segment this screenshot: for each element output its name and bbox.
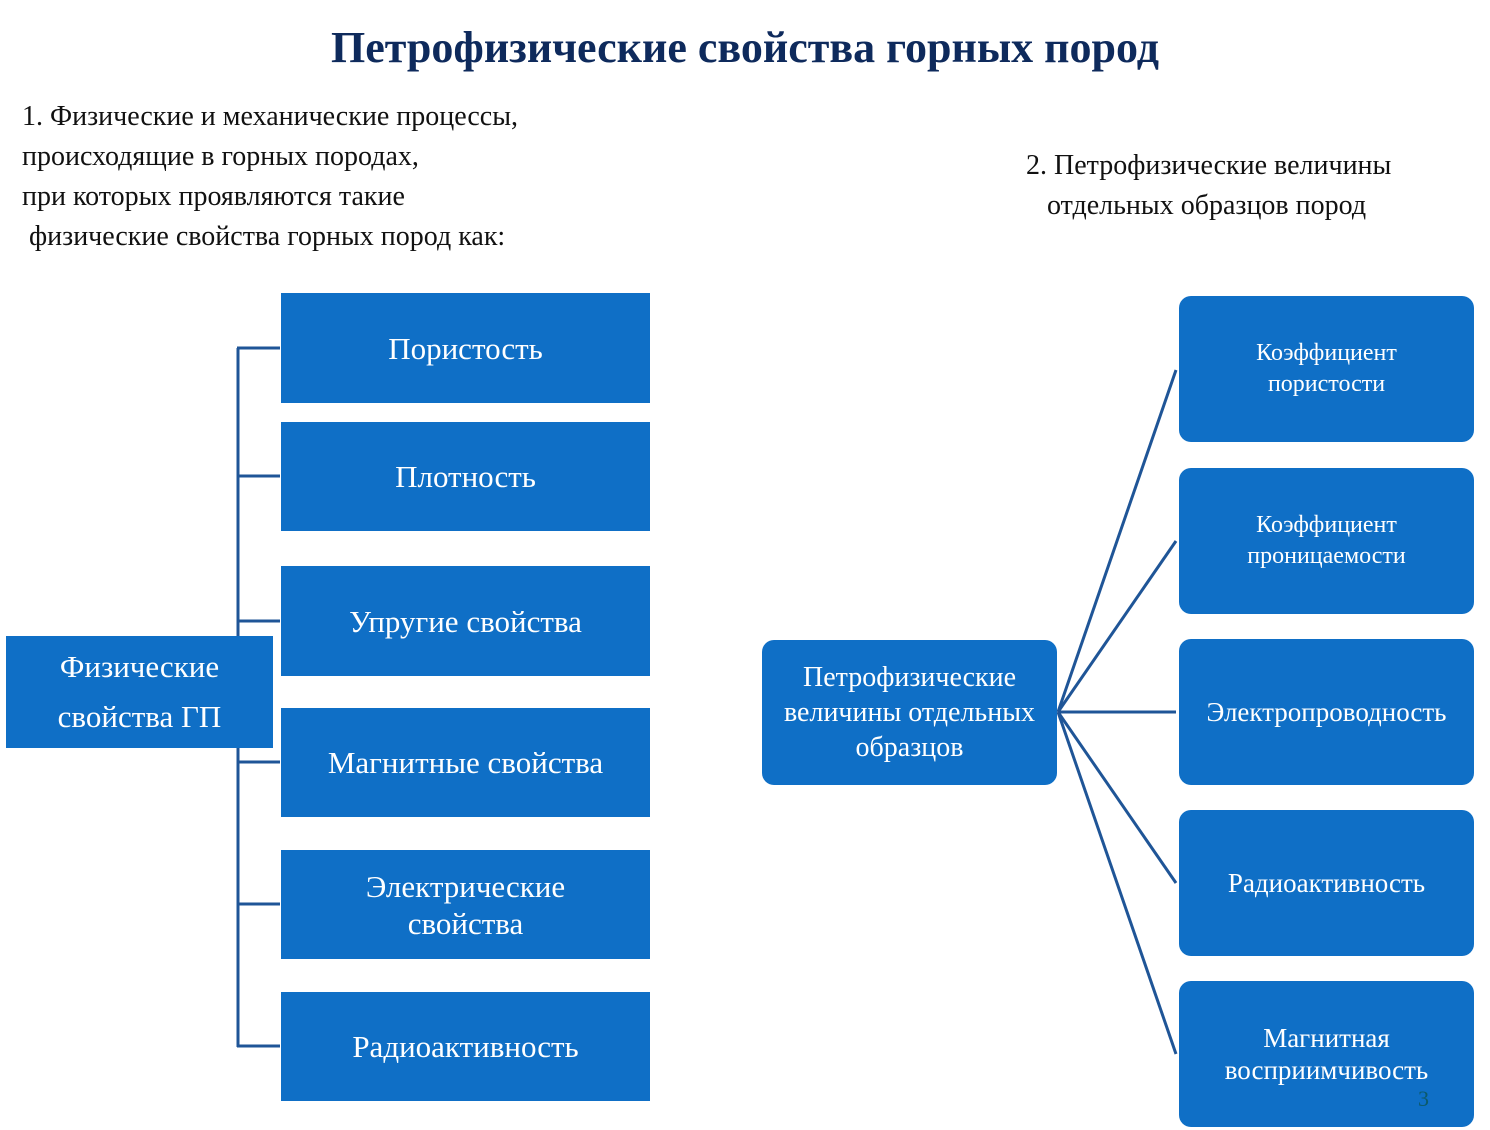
item-porosity-coefficient: Коэффициент пористости [1179,296,1474,442]
item-magnetic: Магнитные свойства [281,708,650,817]
item-radioactivity-2: Радиоактивность [1179,810,1474,956]
item-porosity: Пористость [281,293,650,403]
item-elastic: Упругие свойства [281,566,650,676]
item-radioactivity: Радиоактивность [281,992,650,1101]
page-number: 3 [1418,1086,1429,1111]
right-branch-line [1056,540,1178,713]
slide-title: Петрофизические свойства горных пород [331,23,1159,72]
item-magnetic-susceptibility: Магнитная восприимчивость [1179,981,1474,1127]
root-petrophysical-values: Петрофизические величины отдельных образ… [762,640,1057,785]
item-conductivity: Электропроводность [1179,639,1474,785]
section2-intro: 2. Петрофизические величины отдельных об… [1026,150,1392,221]
item-density: Плотность [281,422,650,531]
item-electric: Электрические свойства [281,850,650,959]
right-branch-line [1056,369,1178,713]
right-branch-line [1056,711,1178,884]
item-permeability-coefficient: Коэффициент проницаемости [1179,468,1474,614]
right-branch-line [1056,711,1178,1055]
section1-intro: 1. Физические и механические процессы, п… [22,101,519,252]
root-physical-properties: Физические свойства ГП [6,636,273,748]
